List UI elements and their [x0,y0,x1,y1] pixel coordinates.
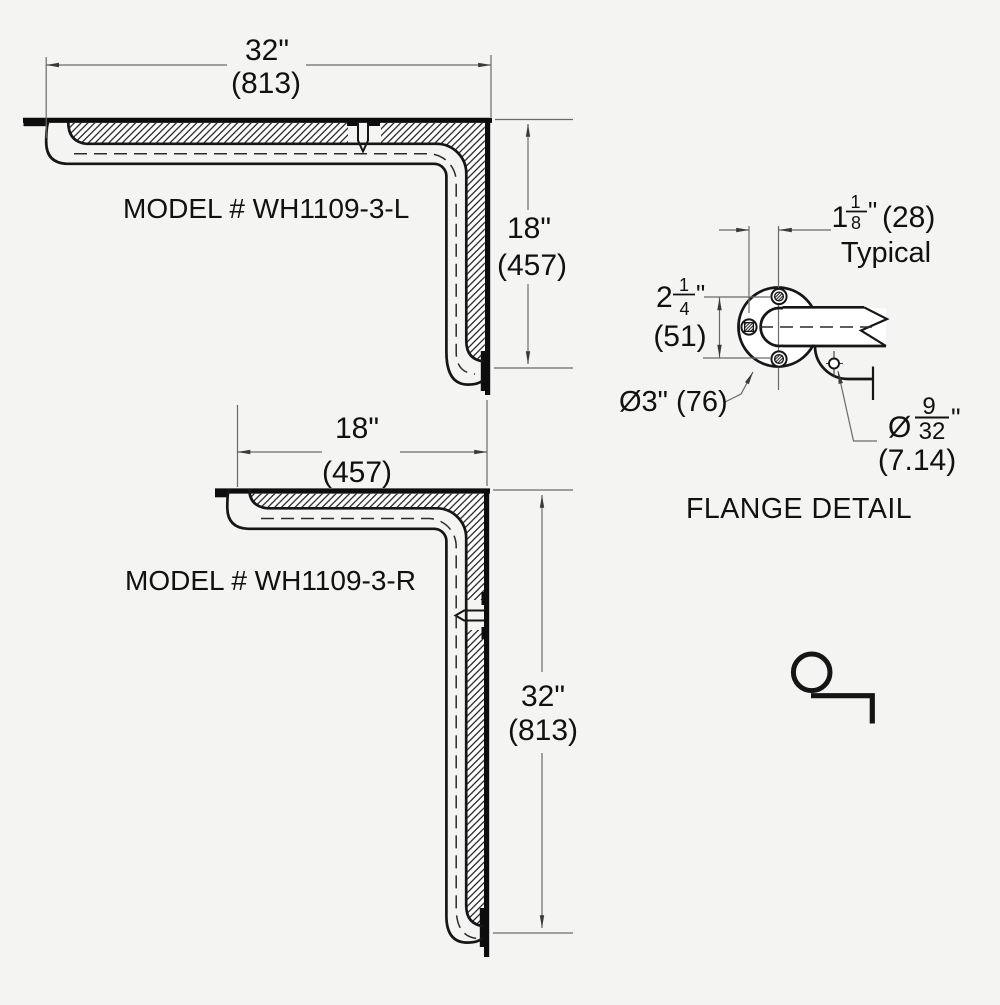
dim-813-mm-label: (813) [508,714,578,747]
dim-32-inch-label: 32" [245,34,289,67]
dimension-18in-vertical: 18" (457) [494,118,573,369]
fraction-denominator: 4 [679,299,689,319]
wall-hatch-band [381,123,485,362]
inch-mark: " [951,403,961,433]
fraction-numerator: 9 [922,393,935,420]
dim-mm-label: (51) [653,320,706,353]
grab-bar-drawing-right-model: 18" (457) 32" (813) MODEL # WH1109-3-R [125,400,578,957]
flange-plate [368,118,380,126]
flange-screw-bottom [770,350,788,368]
flange-diameter-callout: Ø3" (76) [619,371,754,418]
flange-plate [479,908,489,947]
dim-whole-number: 2 [656,281,673,314]
dimension-32in-horizontal: 32" (813) [45,34,492,138]
center-support-post [453,609,485,622]
tube-centerline [74,153,476,375]
bar-tube-outer-edge [67,162,484,386]
dim-457-mm-label: (457) [322,456,392,489]
wall-hatch-band [466,630,485,927]
dim-18-inch-label: 18" [507,212,551,245]
inch-mark: " [696,279,705,309]
dim-18-inch-label: 18" [335,412,379,445]
flange-detail-title: FLANGE DETAIL [686,493,912,525]
bar-tube-outer-edge [248,527,484,944]
flange-plate [215,488,228,498]
bar-end-cap-outer [225,488,249,531]
dim-whole-number: 1 [832,201,849,234]
bar-tube-inner-edge [86,142,485,363]
fraction-denominator: 32 [919,418,946,445]
tube-break-symbol [858,306,890,347]
flange-diameter-label: Ø3" (76) [619,386,728,418]
dim-mm-label: (28) [882,201,935,234]
mounting-plate-edge [813,345,873,381]
flange-plate [480,351,490,391]
model-label-left: MODEL # WH1109-3-L [123,193,409,224]
flange-plate [481,627,489,639]
inch-mark: " [868,196,877,226]
bar-end-cap-inner [66,122,87,146]
flange-plate [481,592,489,605]
fraction-numerator: 1 [679,275,689,295]
grab-bar-drawing-left-model: 32" (813) 18" (457) MODEL # WH1109-3-L [23,34,573,395]
tube-centerline [261,517,479,940]
grab-bar-logo-icon [790,651,875,724]
model-label-right: MODEL # WH1109-3-R [125,565,416,596]
dim-457-mm-label: (457) [497,249,567,282]
bar-end-cap-inner [247,488,268,510]
flange-detail: 1 1 8 " (28) Typical 2 1 4 " (51) Ø3" (7… [619,192,961,525]
bar-tube-inner-edge [267,506,484,928]
dimension-32in-vertical: 32" (813) [493,489,578,934]
flange-screw-left [740,318,758,336]
hole-mm-label: (7.14) [878,444,956,477]
typical-note: Typical [841,237,931,269]
flange-plate [23,118,48,127]
fraction-numerator: 1 [850,192,860,212]
center-support-post [356,122,370,154]
wall-hatch-band [250,493,485,600]
diameter-symbol: Ø [888,411,911,444]
dimension-screw-spacing-vertical: 2 1 4 " (51) [653,275,722,358]
dimension-18in-horizontal: 18" (457) [236,400,488,489]
mounting-hole [826,351,843,377]
dimension-screw-spacing-horizontal: 1 1 8 " (28) Typical [719,192,935,269]
dim-32-inch-label: 32" [521,680,565,713]
dim-813-mm-label: (813) [231,67,301,100]
hole-diameter-callout: Ø 9 32 " (7.14) [837,370,961,477]
bar-end-cap-outer [44,122,68,166]
flange-plate [347,118,358,126]
wall-hatch-band [68,123,349,144]
flange-screw-top [770,287,788,306]
fraction-denominator: 8 [851,213,861,233]
